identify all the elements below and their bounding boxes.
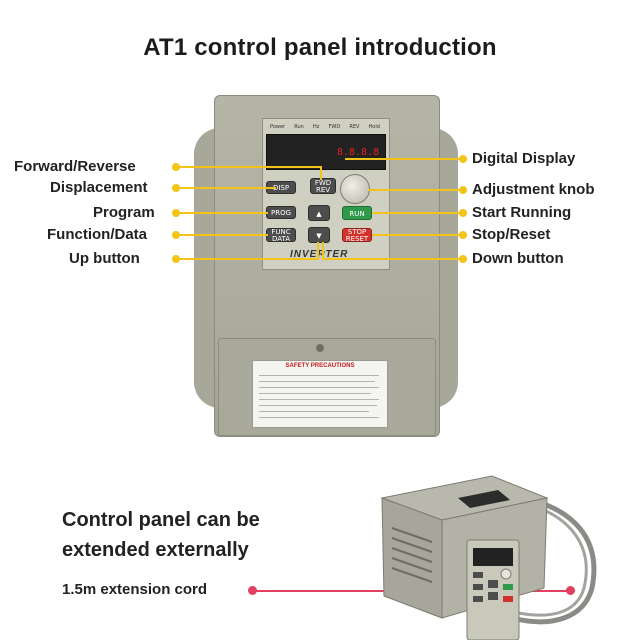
indicator-row: Power Run Hz FWD REV Hold: [270, 124, 380, 132]
label-start-running: Start Running: [472, 204, 572, 221]
label-displacement: Displacement: [50, 179, 148, 196]
label-down-button: Down button: [472, 250, 564, 267]
label-stop-reset: Stop/Reset: [472, 226, 551, 243]
adjustment-knob[interactable]: [340, 174, 370, 204]
cover-screw-icon: [316, 344, 324, 352]
indicator-run: Run: [294, 124, 304, 130]
down-button[interactable]: ▼: [308, 227, 330, 243]
up-arrow-icon: ▲: [316, 210, 322, 218]
stop-reset-button[interactable]: STOP RESET: [342, 228, 372, 243]
page-title: AT1 control panel introduction: [143, 34, 497, 61]
display-value: 8.8.8.8: [337, 147, 380, 158]
label-adjustment-knob: Adjustment knob: [472, 181, 595, 198]
down-arrow-icon: ▼: [316, 232, 322, 240]
indicator-hz: Hz: [313, 124, 320, 130]
indicator-power: Power: [270, 124, 286, 130]
indicator-rev: REV: [349, 124, 360, 130]
indicator-hold: Hold: [368, 124, 380, 130]
label-digital-display: Digital Display: [472, 150, 576, 167]
label-dot: [172, 255, 180, 263]
cord-dot: [248, 586, 257, 595]
label-dot: [172, 231, 180, 239]
extension-text: Control panel can be extended externally: [62, 509, 260, 561]
up-button[interactable]: ▲: [308, 205, 330, 221]
fwd-rev-button[interactable]: FWD REV: [310, 178, 336, 194]
label-dot: [459, 255, 467, 263]
label-forward-reverse: Forward/Reverse: [14, 158, 136, 175]
label-program: Program: [93, 204, 155, 221]
run-button[interactable]: RUN: [342, 206, 372, 220]
label-dot: [459, 231, 467, 239]
label-dot: [459, 209, 467, 217]
prog-button[interactable]: PROG: [266, 206, 296, 219]
label-dot: [172, 209, 180, 217]
label-up-button: Up button: [69, 250, 140, 267]
cord-label: 1.5m extension cord: [62, 581, 208, 598]
indicator-fwd: FWD: [328, 124, 341, 130]
label-dot: [172, 184, 180, 192]
label-dot: [459, 186, 467, 194]
safety-sticker: SAFETY PRECAUTIONS: [252, 360, 388, 428]
label-function-data: Function/Data: [47, 226, 147, 243]
digital-display: 8.8.8.8: [266, 134, 386, 170]
cord-dot: [566, 586, 575, 595]
func-data-button[interactable]: FUNC DATA: [266, 228, 296, 243]
label-dot: [459, 155, 467, 163]
safety-heading: SAFETY PRECAUTIONS: [285, 363, 355, 369]
label-dot: [172, 163, 180, 171]
inverter-extension-illustration: [380, 475, 597, 640]
